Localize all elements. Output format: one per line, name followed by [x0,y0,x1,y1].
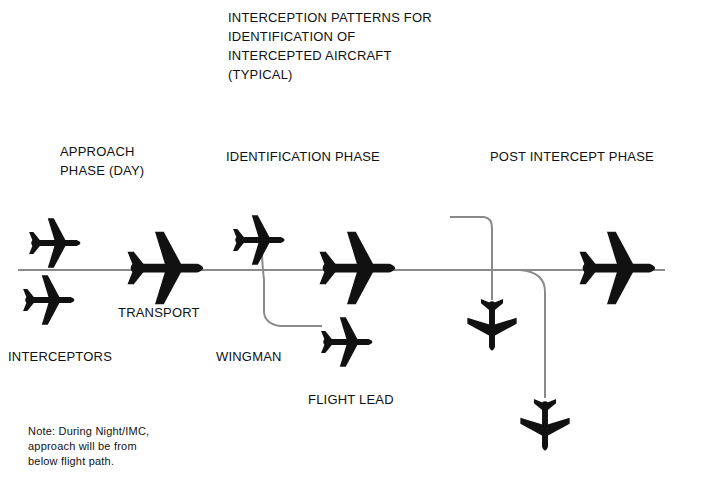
phase-label: TRANSPORT [118,303,200,322]
phase-label: FLIGHT LEAD [308,390,394,409]
phase-label: INTERCEPTORS [8,347,112,366]
phase-label: IDENTIFICATION PHASE [226,147,380,166]
aircraft-symbols [23,215,655,450]
flight-path [18,217,665,398]
phase-label: APPROACH PHASE (DAY) [60,142,172,180]
phase-label: POST INTERCEPT PHASE [490,147,654,166]
note-text: Note: During Night/IMC, approach will be… [28,424,168,469]
diagram-title: INTERCEPTION PATTERNS FOR IDENTIFICATION… [228,8,433,84]
phase-label: WINGMAN [216,347,282,366]
